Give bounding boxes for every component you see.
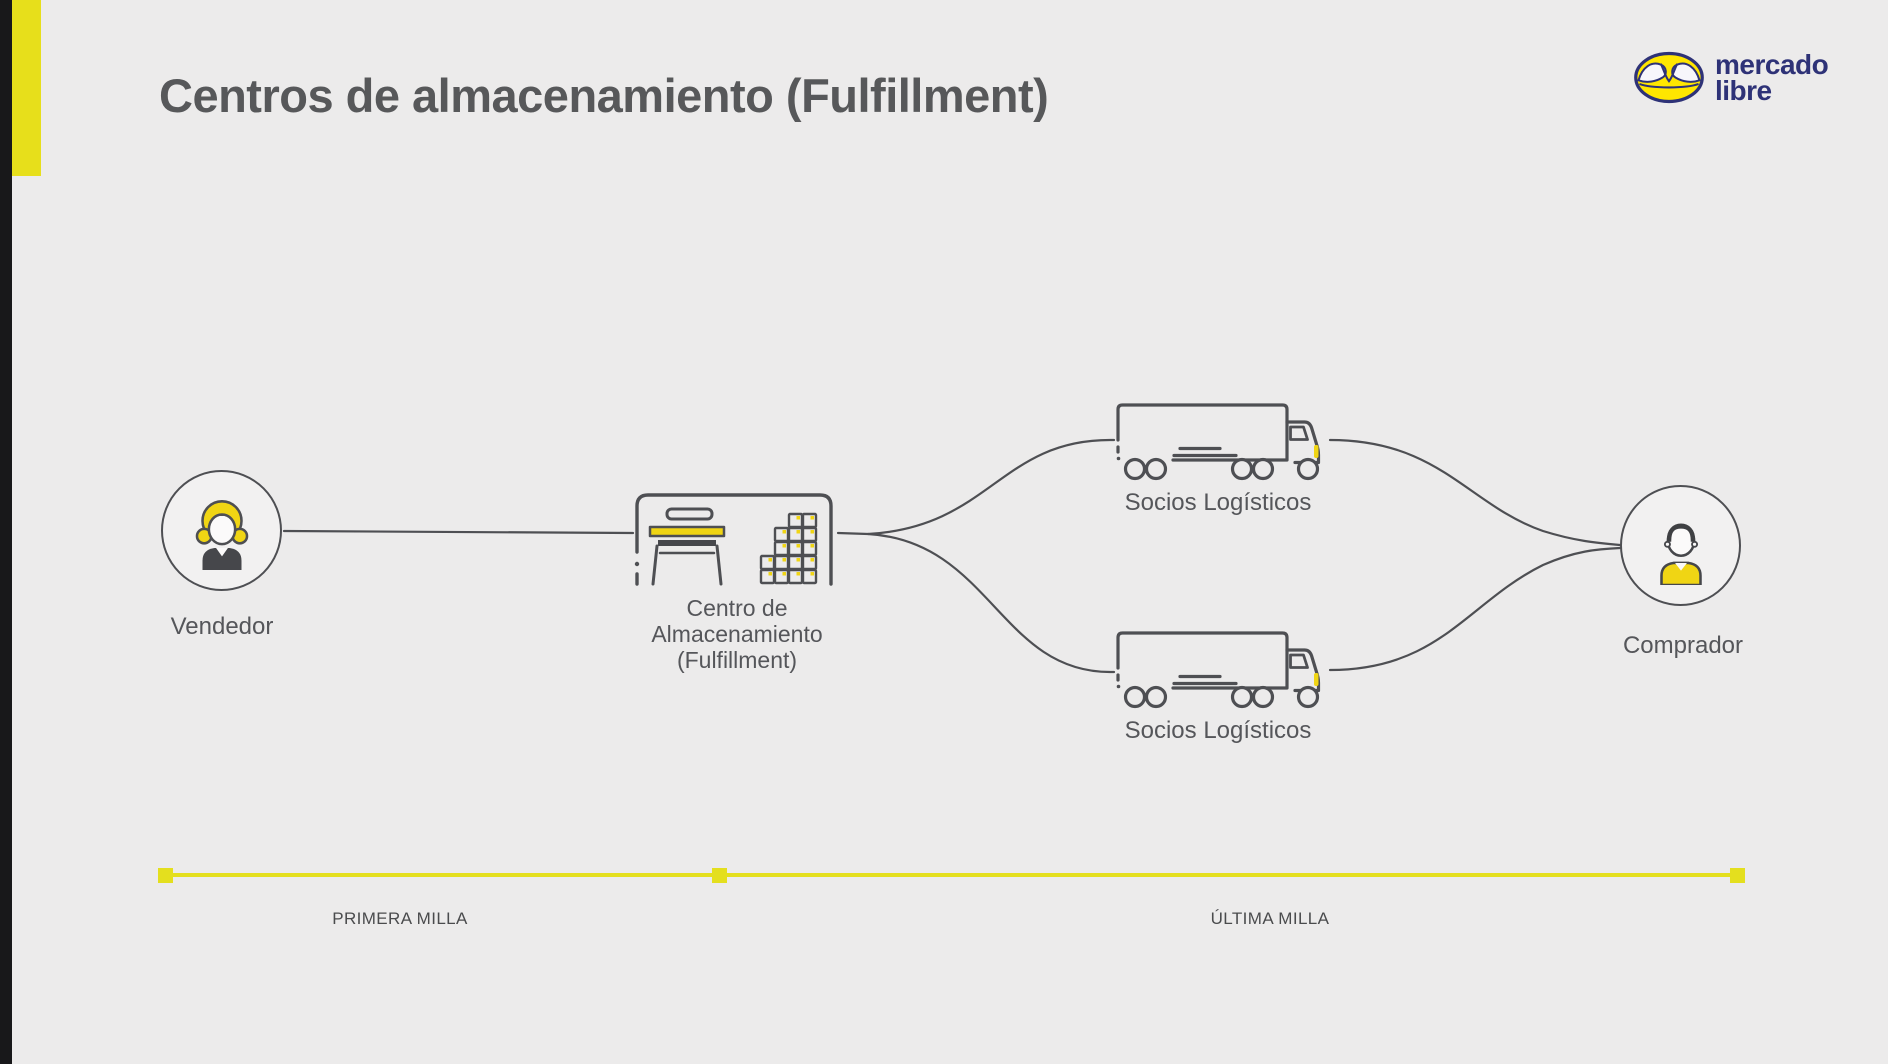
line-centro-socios-bottom: [866, 532, 1116, 674]
timeline-marker-end: [1730, 868, 1745, 883]
vendedor-node: [161, 470, 282, 591]
truck-icon-bottom: [1115, 631, 1321, 709]
timeline-line: [165, 873, 1738, 877]
truck-icon-top: [1115, 403, 1321, 481]
mercadolibre-wordmark: mercado libre: [1715, 48, 1829, 106]
ultima-milla-label: ÚLTIMA MILLA: [1210, 909, 1330, 928]
primera-milla-label: PRIMERA MILLA: [332, 909, 468, 928]
logo-word-1: mercado: [1715, 48, 1829, 80]
letterbox-left-bar: [0, 0, 12, 1064]
comprador-label: Comprador: [1622, 632, 1744, 659]
timeline-marker-start: [158, 868, 173, 883]
line-vendedor-centro: [282, 529, 635, 535]
timeline-marker-middle: [712, 868, 727, 883]
vendedor-label: Vendedor: [170, 613, 274, 640]
centro-label-line3: (Fulfillment): [676, 647, 798, 673]
centro-label-line2: Almacenamiento: [651, 621, 823, 647]
socios-top-label: Socios Logísticos: [1124, 489, 1312, 516]
warehouse-icon: [634, 493, 833, 586]
centro-label: Centro de Almacenamiento (Fulfillment): [587, 595, 887, 673]
centro-label-line1: Centro de: [686, 595, 788, 621]
page-title: Centros de almacenamiento (Fulfillment): [159, 69, 1049, 122]
logo-word-2: libre: [1715, 74, 1772, 106]
line-centro-socios-top: [836, 438, 1116, 536]
line-socios-bottom-comprador: [1328, 546, 1622, 672]
comprador-person-icon: [1659, 523, 1702, 585]
yellow-accent-bar: [12, 0, 41, 176]
socios-bottom-label: Socios Logísticos: [1124, 717, 1312, 744]
comprador-node: [1620, 485, 1741, 606]
mercadolibre-handshake-icon: [1634, 51, 1704, 104]
mercadolibre-logo: mercado libre: [1633, 48, 1829, 106]
vendedor-person-icon: [195, 499, 248, 570]
line-socios-top-comprador: [1328, 438, 1622, 547]
